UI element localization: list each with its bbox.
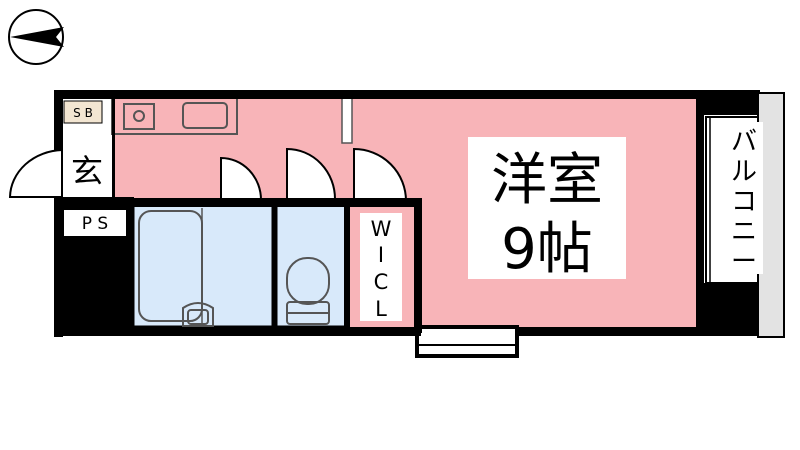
north-arrow-icon xyxy=(8,9,64,65)
entrance-label-plate xyxy=(67,148,107,190)
balcony-label: バ ル コ ニ ー xyxy=(731,127,757,277)
entrance-label: 玄 xyxy=(71,152,103,190)
shoe-box xyxy=(63,100,103,124)
balcony-char: ニ xyxy=(731,217,757,247)
washbasin-icon xyxy=(182,302,214,327)
entrance-door-icon xyxy=(8,148,63,198)
balcony-char: コ xyxy=(731,187,757,217)
stove-icon xyxy=(123,103,155,130)
pipe-space-plate xyxy=(64,210,126,236)
pipe-space-label: P S xyxy=(82,214,108,234)
wic-char: L xyxy=(375,297,387,321)
balcony-char: ー xyxy=(731,247,757,277)
wic-char: I xyxy=(378,243,384,267)
partition xyxy=(341,97,353,144)
toilet-icon xyxy=(286,257,330,325)
balcony-label-plate xyxy=(725,122,763,274)
balcony-char: バ xyxy=(731,127,757,157)
room-label-plate xyxy=(468,137,626,279)
wic-label: W I C L xyxy=(371,217,392,321)
main-room-size: 9帖 xyxy=(501,217,593,282)
sink-icon xyxy=(182,102,228,129)
shoe-box-label: S B xyxy=(73,106,93,120)
main-room-title: 洋室 xyxy=(491,148,603,213)
bay-window xyxy=(415,325,519,358)
balcony-char: ル xyxy=(731,157,757,187)
wic-char: W xyxy=(371,217,392,241)
wic-char: C xyxy=(374,270,389,294)
wic-label-plate xyxy=(360,213,402,321)
walls xyxy=(54,90,760,337)
